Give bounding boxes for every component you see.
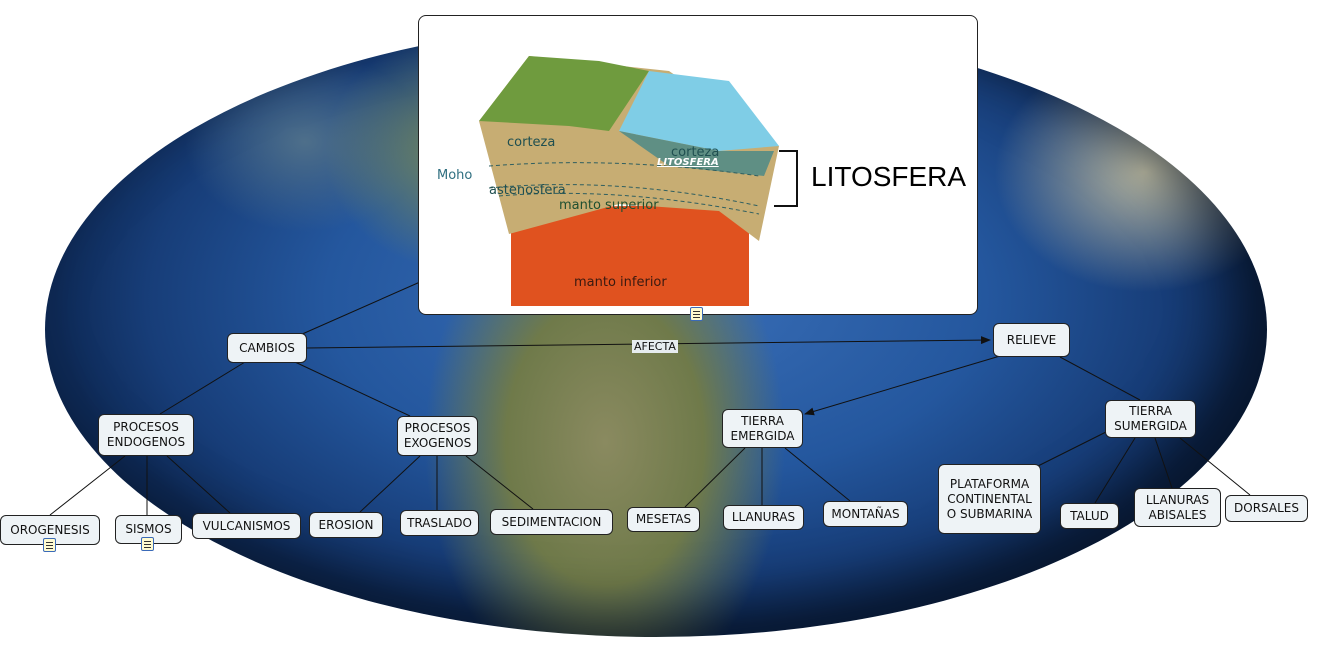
label-manto-superior: manto superior <box>559 198 659 213</box>
node-tierra-emergida[interactable]: TIERRA EMERGIDA <box>722 409 803 448</box>
label-moho: Moho <box>437 168 472 183</box>
node-cambios[interactable]: CAMBIOS <box>227 333 307 363</box>
litosfera-title: LITOSFERA <box>811 161 967 192</box>
link-cambios-endogenos <box>159 361 246 415</box>
document-icon[interactable] <box>690 307 703 321</box>
label-corteza-oceanica: corteza <box>671 145 719 160</box>
node-procesos-endogenos[interactable]: PROCESOS ENDOGENOS <box>98 414 194 456</box>
node-sedimentacion[interactable]: SEDIMENTACION <box>490 509 613 535</box>
label-manto-inferior: manto inferior <box>574 275 667 290</box>
node-llanuras[interactable]: LLANURAS <box>723 505 804 530</box>
node-llanuras-abisales[interactable]: LLANURAS ABISALES <box>1134 488 1221 527</box>
node-talud[interactable]: TALUD <box>1060 503 1119 529</box>
label-corteza-continental: corteza <box>507 135 555 150</box>
label-astenosfera: astenosfera <box>489 183 566 198</box>
node-procesos-exogenos[interactable]: PROCESOS EXOGENOS <box>397 416 478 456</box>
link-cambios-exogenos <box>294 361 411 417</box>
litosfera-image-node[interactable]: corteza corteza LITOSFERA Moho astenosfe… <box>418 15 978 315</box>
node-plataforma-continental[interactable]: PLATAFORMA CONTINENTAL O SUBMARINA <box>938 464 1041 534</box>
link-label-afecta: AFECTA <box>632 340 678 353</box>
link-relieve-emergida <box>804 355 1001 416</box>
node-erosion[interactable]: EROSION <box>309 512 383 538</box>
node-mesetas[interactable]: MESETAS <box>627 507 700 532</box>
node-montanas[interactable]: MONTAÑAS <box>823 501 908 527</box>
label-litosfera-inline: LITOSFERA <box>657 157 719 168</box>
document-icon[interactable] <box>141 537 154 551</box>
link-cambios-litosfera <box>299 281 421 336</box>
link-relieve-sumergida <box>1059 356 1141 401</box>
node-relieve[interactable]: RELIEVE <box>993 323 1070 357</box>
node-traslado[interactable]: TRASLADO <box>400 510 479 536</box>
litosfera-diagram: corteza corteza LITOSFERA Moho astenosfe… <box>437 56 798 306</box>
node-dorsales[interactable]: DORSALES <box>1225 495 1308 522</box>
document-icon[interactable] <box>43 538 56 552</box>
node-tierra-sumergida[interactable]: TIERRA SUMERGIDA <box>1105 400 1196 438</box>
node-vulcanismos[interactable]: VULCANISMOS <box>192 513 301 539</box>
